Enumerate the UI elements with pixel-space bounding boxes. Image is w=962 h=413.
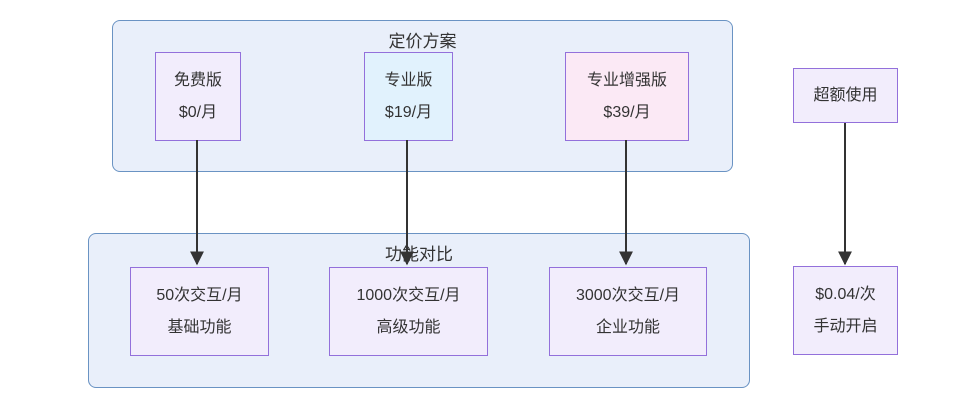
group-features: 功能对比 50次交互/月 基础功能 1000次交互/月 高级功能 3000次交互… (88, 233, 750, 388)
advanced-feature: 高级功能 (376, 318, 441, 336)
pro-plus-plan-price: $39/月 (603, 103, 651, 121)
pro-plus-plan-name: 专业增强版 (586, 71, 667, 89)
overage-price: $0.04/次 (815, 285, 876, 303)
enterprise-feature: 企业功能 (595, 318, 660, 336)
group-features-title: 功能对比 (385, 245, 453, 264)
overage-label: 超额使用 (813, 86, 878, 104)
pro-plan-price: $19/月 (384, 103, 433, 121)
enterprise-quota: 3000次交互/月 (575, 286, 681, 304)
node-overage-price: $0.04/次 手动开启 (793, 266, 898, 355)
node-advanced-features: 1000次交互/月 高级功能 (329, 267, 488, 356)
node-pro-plus-plan: 专业增强版 $39/月 (565, 52, 689, 141)
overage-mode: 手动开启 (813, 317, 878, 335)
group-pricing-title: 定价方案 (388, 32, 457, 51)
pro-plan-name: 专业版 (384, 71, 433, 89)
node-enterprise-features: 3000次交互/月 企业功能 (549, 267, 707, 356)
node-basic-features: 50次交互/月 基础功能 (130, 267, 269, 356)
free-plan-price: $0/月 (178, 103, 218, 121)
basic-feature: 基础功能 (167, 318, 232, 336)
node-free-plan: 免费版 $0/月 (155, 52, 241, 141)
basic-quota: 50次交互/月 (156, 286, 243, 304)
node-overage-usage: 超额使用 (793, 68, 898, 123)
group-pricing: 定价方案 免费版 $0/月 专业版 $19/月 专业增强版 $39/月 (112, 20, 733, 172)
node-pro-plan: 专业版 $19/月 (364, 52, 453, 141)
advanced-quota: 1000次交互/月 (356, 286, 461, 304)
free-plan-name: 免费版 (173, 71, 222, 89)
